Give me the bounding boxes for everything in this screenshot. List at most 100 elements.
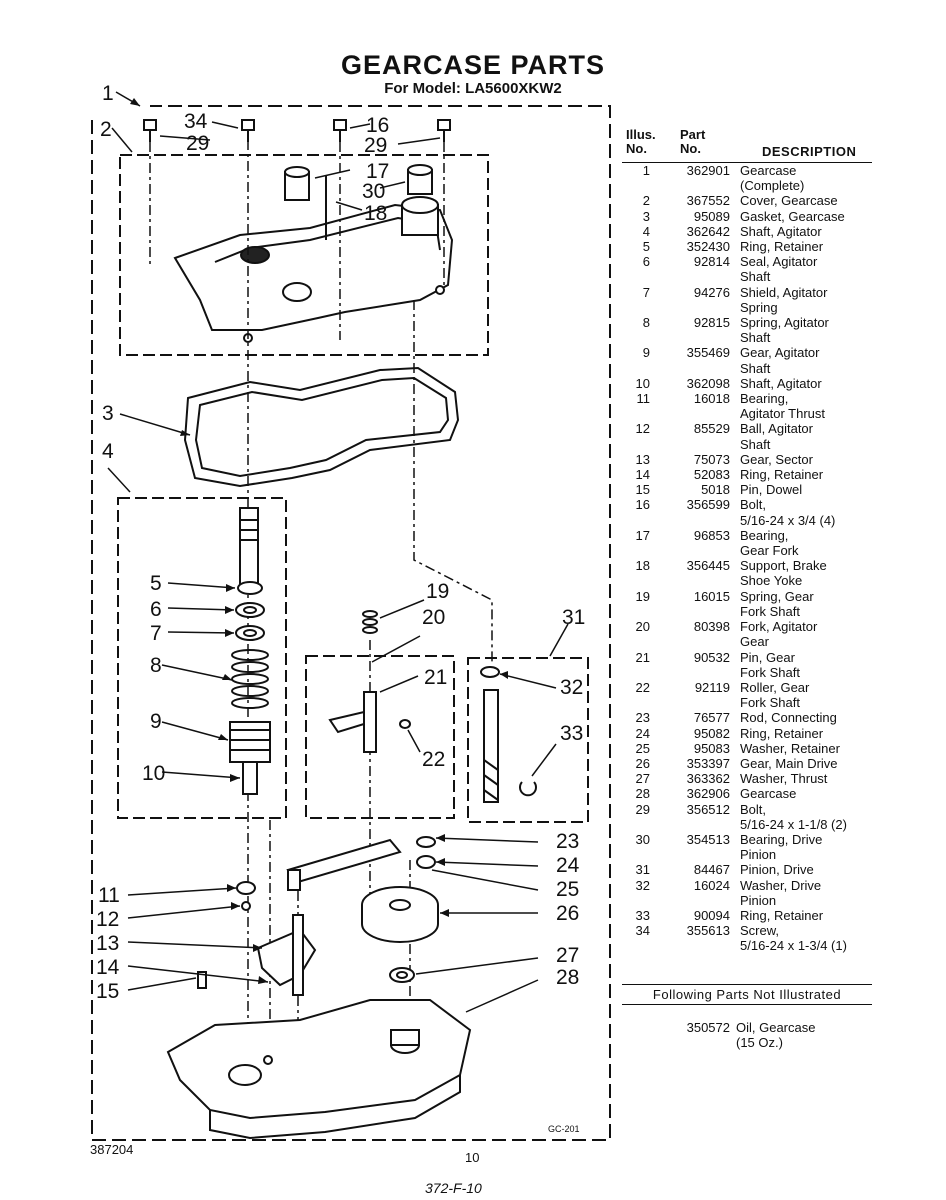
illus-number: 9: [642, 345, 650, 361]
callout-7: 7: [150, 622, 162, 645]
callout-14: 14: [96, 956, 120, 979]
callout-19: 19: [426, 580, 449, 603]
part-number: 356599: [686, 497, 730, 513]
part-number: 16018: [693, 391, 730, 407]
callout-3: 3: [102, 402, 114, 425]
callout-21: 21: [424, 666, 447, 689]
part-number: 52083: [693, 467, 730, 483]
part-description: Spring, Agitator: [740, 315, 829, 331]
part-description: Ring, Retainer: [740, 725, 824, 741]
part-number: 5018: [701, 482, 730, 498]
callout-1: 1: [102, 82, 114, 105]
callout-24: 24: [556, 854, 580, 877]
part-number: 92119: [694, 679, 730, 695]
part-description: Fork Shaft: [740, 603, 800, 619]
illus-number: 11: [636, 391, 651, 407]
callout-4: 4: [102, 440, 114, 463]
part-number: 16024: [693, 877, 730, 893]
retainer-ring-5: [237, 581, 263, 595]
part-description: Washer, Thrust: [740, 771, 828, 787]
part-number: 96853: [693, 527, 730, 543]
part-number: 84467: [693, 862, 730, 878]
illus-number: 26: [635, 755, 650, 771]
callout-16: 16: [366, 114, 389, 137]
callout-18: 18: [364, 202, 387, 225]
part-number: 356512: [686, 801, 730, 817]
spring-19: [362, 610, 378, 634]
illus-number: 5: [642, 239, 650, 255]
part-number: 362901: [686, 163, 730, 178]
part-description: Support, Brake: [740, 558, 827, 574]
callout-5: 5: [150, 572, 162, 595]
main-drive-gear: [361, 886, 439, 943]
drive-pinion: [480, 666, 537, 803]
callout-17: 17: [366, 160, 389, 183]
bearing-30: [407, 164, 433, 195]
diagram-outer-frame: [91, 105, 611, 1141]
illus-number: 12: [635, 421, 650, 437]
col-description-header: DESCRIPTION: [762, 144, 857, 159]
handwritten-note: 372-F-10: [425, 1180, 482, 1196]
agitator-shaft-box: [117, 497, 287, 819]
part-description: Gear Fork: [740, 543, 799, 559]
part-number: 95082: [693, 725, 730, 741]
part-description: Ring, Retainer: [740, 467, 824, 483]
callout-15: 15: [96, 980, 119, 1003]
part-description: Screw,: [740, 923, 780, 939]
part-description: Pin, Gear: [740, 649, 795, 665]
part-number: 95089: [693, 208, 730, 224]
illus-number: 2: [642, 193, 650, 209]
part-description: Pinion: [740, 847, 777, 863]
callout-8: 8: [150, 654, 162, 677]
part-number: 354513: [686, 831, 730, 847]
part-description: Washer, Drive: [740, 877, 822, 893]
illus-number: 15: [635, 482, 650, 498]
part-number: 16015: [693, 588, 730, 604]
part-number: 362642: [686, 223, 730, 239]
agitator-shaft: [239, 507, 259, 589]
part-description: Gear, Sector: [740, 451, 813, 467]
part-description: Gasket, Gearcase: [740, 208, 845, 224]
illus-number: 25: [635, 740, 650, 756]
part-description: Shoe Yoke: [740, 573, 803, 589]
part-description: Ring, Retainer: [740, 239, 824, 255]
part-number: 362098: [686, 375, 730, 391]
part-number: 352430: [686, 239, 730, 255]
part-description: Gearcase: [740, 786, 797, 802]
illus-number: 29: [635, 801, 650, 817]
callout-2: 2: [100, 118, 112, 141]
illus-number: 7: [642, 284, 650, 300]
bolts: [143, 119, 451, 142]
thrust-washer-27: [389, 967, 415, 983]
seal-6: [235, 602, 265, 618]
callout-25: 25: [556, 878, 579, 901]
illus-number: 6: [642, 254, 650, 270]
part-description: Shaft: [740, 360, 771, 376]
callout-28: 28: [556, 966, 579, 989]
model-prefix: For Model:: [384, 80, 461, 97]
part-number: 80398: [693, 619, 730, 635]
callout-13: 13: [96, 932, 119, 955]
part-description: (Complete): [740, 178, 805, 194]
callout-23: 23: [556, 830, 579, 853]
parts-table-header: Illus. No. Part No. DESCRIPTION: [622, 128, 872, 163]
part-description: (15 Oz.): [736, 1035, 783, 1050]
